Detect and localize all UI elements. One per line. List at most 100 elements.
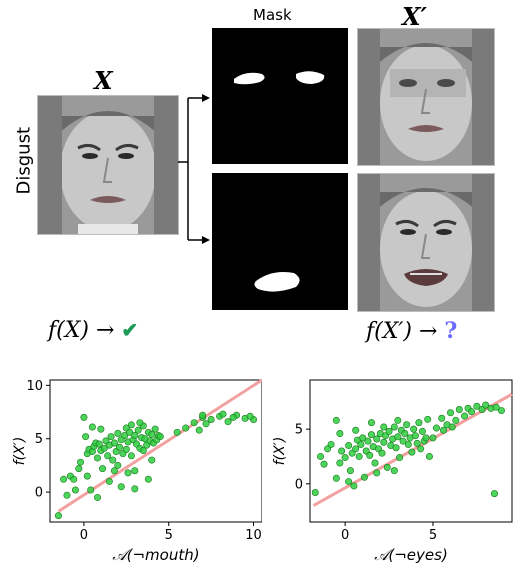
data-point — [156, 433, 164, 441]
data-point — [408, 448, 416, 456]
data-point — [338, 447, 346, 455]
data-point — [195, 426, 203, 434]
x-tick-label: 5 — [165, 528, 173, 543]
data-point — [352, 445, 360, 453]
data-point — [71, 486, 79, 494]
data-point — [439, 426, 447, 434]
data-point — [122, 445, 130, 453]
data-point — [380, 423, 388, 431]
y-tick-label: 5 — [35, 432, 43, 447]
data-point — [418, 427, 426, 435]
data-point — [332, 474, 340, 482]
data-point — [422, 434, 430, 442]
data-point — [394, 433, 402, 441]
data-point — [429, 434, 437, 442]
counterfactual-mouth-face-image — [357, 173, 495, 312]
data-point — [378, 449, 386, 457]
x-axis-label: 𝒜(¬eyes) — [374, 546, 448, 563]
data-point — [371, 459, 379, 467]
data-point — [490, 490, 498, 498]
data-point — [364, 437, 372, 445]
data-point — [105, 477, 113, 485]
y-tick-label: 5 — [295, 423, 303, 438]
data-point — [131, 485, 139, 493]
data-point — [367, 419, 375, 427]
data-point — [151, 425, 159, 433]
data-point — [473, 402, 481, 410]
data-point — [345, 442, 353, 450]
data-point — [373, 435, 381, 443]
data-point — [380, 438, 388, 446]
data-point — [424, 415, 432, 423]
data-point — [99, 465, 107, 473]
data-point — [207, 416, 215, 424]
data-point — [224, 418, 232, 426]
data-point — [341, 454, 349, 462]
data-point — [70, 475, 78, 483]
data-point — [355, 452, 363, 460]
data-point — [411, 432, 419, 440]
data-point — [117, 483, 125, 491]
formula-counterfactual-text: f(X′) → — [366, 319, 438, 344]
y-tick-label: 0 — [35, 486, 43, 501]
mask-eyes-image — [212, 28, 348, 164]
data-point — [357, 440, 365, 448]
data-point — [383, 463, 391, 471]
data-point — [127, 452, 135, 460]
data-point — [360, 473, 368, 481]
data-point — [455, 405, 463, 413]
data-point — [448, 423, 456, 431]
mask-column-title: Mask — [253, 6, 292, 24]
y-axis-label: f(X′) — [272, 437, 288, 466]
data-point — [332, 416, 340, 424]
mask-mouth-image — [212, 173, 348, 310]
data-point — [131, 467, 139, 475]
data-point — [100, 444, 108, 452]
data-point — [385, 427, 393, 435]
data-point — [392, 444, 400, 452]
data-point — [229, 413, 237, 421]
data-point — [124, 469, 132, 477]
data-point — [394, 416, 402, 424]
data-point — [468, 408, 476, 416]
data-point — [311, 489, 319, 497]
data-point — [199, 411, 207, 419]
data-point — [144, 475, 152, 483]
data-point — [396, 454, 404, 462]
counterfactual-eyes-face-image — [357, 28, 495, 166]
data-point — [114, 461, 122, 469]
data-point — [404, 440, 412, 448]
data-point — [202, 420, 210, 428]
data-point — [336, 430, 344, 438]
data-point — [127, 421, 135, 429]
data-point — [352, 426, 360, 434]
data-point — [95, 440, 103, 448]
data-point — [417, 445, 425, 453]
data-point — [345, 478, 353, 486]
x-tick-label: 5 — [429, 528, 437, 543]
data-point — [182, 424, 190, 432]
formula-original-text: f(X) → — [48, 318, 115, 343]
check-icon: ✔ — [121, 318, 139, 342]
data-point — [390, 423, 398, 431]
data-point — [246, 412, 254, 420]
data-point — [447, 409, 455, 417]
data-point — [126, 428, 134, 436]
data-point — [482, 401, 490, 409]
data-point — [116, 443, 124, 451]
y-tick-label: 10 — [26, 379, 43, 394]
original-face-image — [37, 95, 179, 235]
data-point — [148, 456, 156, 464]
data-point — [403, 421, 411, 429]
data-point — [63, 491, 71, 499]
data-point — [134, 426, 142, 434]
data-point — [373, 469, 381, 477]
data-point — [366, 451, 374, 459]
data-point — [93, 493, 101, 501]
data-point — [425, 452, 433, 460]
data-point — [320, 460, 328, 468]
data-point — [87, 486, 95, 494]
data-point — [317, 452, 325, 460]
emotion-label: Disgust — [13, 126, 35, 195]
